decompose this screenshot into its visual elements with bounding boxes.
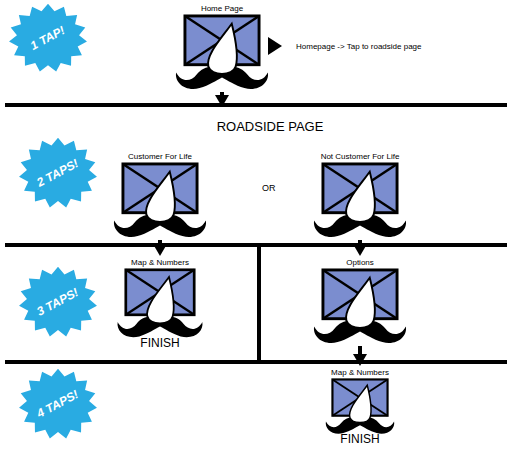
screen-node: Home Page — [162, 2, 282, 92]
nose — [146, 172, 175, 222]
divider-line — [5, 360, 507, 364]
screen-icon — [300, 378, 420, 436]
arrow-head — [153, 244, 167, 256]
starburst-fill — [19, 267, 97, 337]
screen-node: Not Customer For Life — [300, 150, 420, 240]
page-band: ROADSIDE PAGE — [35, 107, 505, 137]
flow-arrow — [353, 346, 367, 366]
screen-icon — [100, 162, 220, 240]
flow-arrow — [215, 92, 229, 107]
tap-starburst: 2 TAPS! — [18, 137, 98, 209]
tap-starburst: 1 TAP! — [8, 3, 88, 73]
arrow-head — [353, 354, 367, 366]
screen-icon — [162, 14, 282, 92]
starburst-fill — [19, 138, 97, 208]
nose — [208, 24, 237, 74]
screen-node: Map & NumbersFINISH — [300, 366, 420, 446]
nose — [346, 278, 375, 328]
note-holder: Homepage -> Tap to roadside page — [296, 42, 422, 52]
nose — [350, 385, 371, 422]
nose — [147, 277, 174, 323]
finish-label: FINISH — [300, 433, 420, 446]
starburst-fill — [19, 369, 97, 439]
divider-line — [257, 245, 261, 362]
tap-starburst: 3 TAPS! — [18, 266, 98, 338]
flow-arrow — [353, 240, 367, 256]
screen-node: Customer For Life — [100, 150, 220, 240]
divider-line — [5, 243, 507, 247]
screen-label: Home Page — [162, 4, 282, 14]
screen-label: Map & Numbers — [300, 368, 420, 378]
screen-label: Customer For Life — [100, 152, 220, 162]
screen-node: Options — [300, 256, 420, 346]
screen-label: Options — [300, 258, 420, 268]
finish-label: FINISH — [100, 337, 220, 350]
screen-label: Map & Numbers — [100, 258, 220, 268]
arrow-head — [215, 95, 229, 107]
tap-starburst: 4 TAPS! — [18, 368, 98, 440]
choice-word: OR — [262, 183, 276, 194]
screen-icon — [100, 268, 220, 340]
screen-node: Map & NumbersFINISH — [100, 256, 220, 350]
flow-arrow — [153, 240, 167, 256]
starburst-fill — [9, 4, 87, 72]
screen-label: Not Customer For Life — [300, 152, 420, 162]
screen-icon — [300, 268, 420, 346]
section-title: ROADSIDE PAGE — [35, 107, 505, 134]
screen-icon — [300, 162, 420, 240]
arrow-head — [353, 244, 367, 256]
pointer-triangle — [268, 37, 282, 55]
nose — [346, 172, 375, 222]
note-text: Homepage -> Tap to roadside page — [296, 42, 422, 52]
divider-line — [5, 103, 507, 107]
note-holder: OR — [262, 183, 276, 194]
